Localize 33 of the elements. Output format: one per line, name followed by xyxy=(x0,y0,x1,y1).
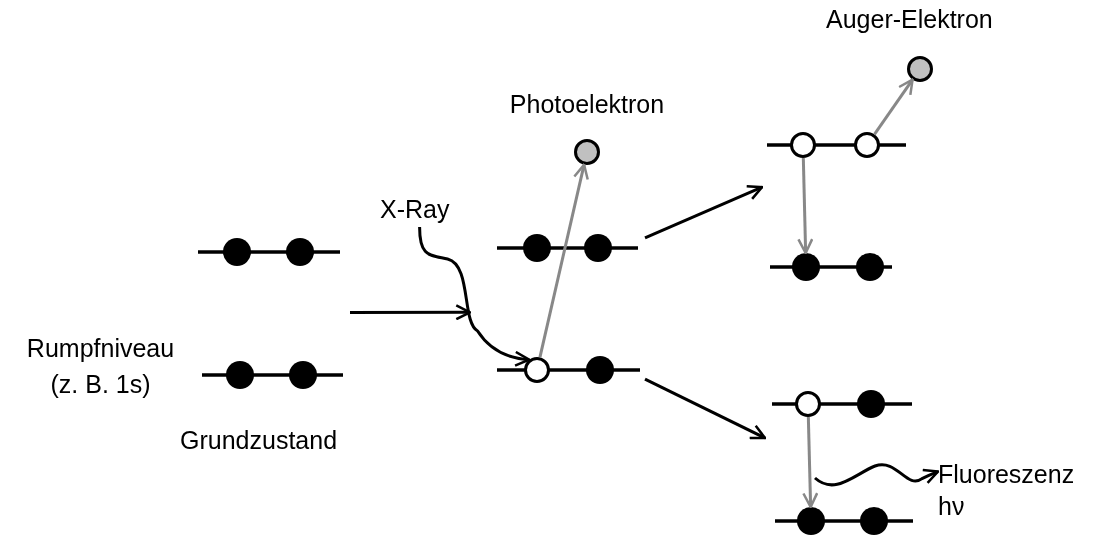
electron xyxy=(286,238,314,266)
electron-hole xyxy=(854,132,880,158)
electron xyxy=(223,238,251,266)
arrow xyxy=(802,416,819,509)
caption-text: Photoelektron xyxy=(508,89,666,120)
emitted-electron xyxy=(574,139,600,165)
arrow xyxy=(418,226,531,367)
electron-hole xyxy=(790,132,816,158)
arrow xyxy=(797,157,814,255)
arrow xyxy=(538,163,589,358)
electron-hole xyxy=(524,357,550,383)
electron xyxy=(523,234,551,262)
electron xyxy=(289,361,317,389)
label-text: Fluoreszenz hν xyxy=(938,459,1076,522)
label-text: X-Ray xyxy=(380,194,451,225)
arrow xyxy=(814,463,940,487)
arrow xyxy=(873,78,914,136)
electron xyxy=(857,390,885,418)
electron xyxy=(860,507,888,535)
arrow xyxy=(644,377,767,440)
electron xyxy=(856,253,884,281)
emitted-electron xyxy=(907,56,933,82)
electron xyxy=(792,253,820,281)
electron xyxy=(586,356,614,384)
electron-hole xyxy=(795,391,821,417)
electron xyxy=(226,361,254,389)
caption-text: Auger-Elektron xyxy=(826,4,993,35)
electron xyxy=(584,234,612,262)
arrow xyxy=(350,304,472,321)
caption-text: Grundzustand xyxy=(180,425,338,456)
arrow xyxy=(644,185,764,240)
level-label: Rumpfniveau (z. B. 1s) xyxy=(25,333,176,400)
electron xyxy=(797,507,825,535)
